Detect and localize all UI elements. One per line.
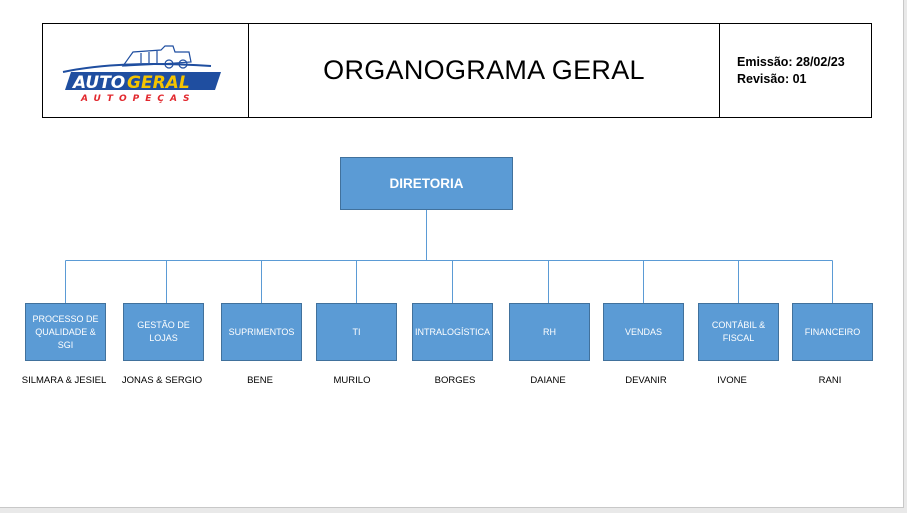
node-gestao-lojas: GESTÃO DE LOJAS xyxy=(123,303,204,361)
node-diretoria: DIRETORIA xyxy=(340,157,513,210)
header-table: AUTO GERAL AUTOPEÇAS ORGANOGRAMA GERAL E… xyxy=(42,23,872,118)
node-suprimentos: SUPRIMENTOS xyxy=(221,303,302,361)
responsible-name: BORGES xyxy=(434,375,476,386)
node-intralogistica: INTRALOGÍSTICA xyxy=(412,303,493,361)
document-info: Emissão: 28/02/23 Revisão: 01 xyxy=(720,24,871,117)
responsible-name: MURILO xyxy=(333,375,371,386)
responsible-name: DEVANIR xyxy=(625,375,667,386)
logo-text-geral: GERAL xyxy=(127,73,190,93)
responsible-name: JONAS & SERGIO xyxy=(121,375,203,386)
document-title: ORGANOGRAMA GERAL xyxy=(249,24,720,117)
node-financeiro: FINANCEIRO xyxy=(792,303,873,361)
logo-cell: AUTO GERAL AUTOPEÇAS xyxy=(43,24,249,117)
revision-number: Revisão: 01 xyxy=(737,72,807,86)
logo-text-sub: AUTOPEÇAS xyxy=(80,94,195,104)
node-vendas: VENDAS xyxy=(603,303,684,361)
emission-date: Emissão: 28/02/23 xyxy=(737,55,845,69)
responsible-name: BENE xyxy=(247,375,273,386)
node-qualidade-sgi: PROCESSO DE QUALIDADE & SGI xyxy=(25,303,106,361)
node-rh: RH xyxy=(509,303,590,361)
responsible-name: SILMARA & JESIEL xyxy=(21,375,107,386)
responsible-name: DAIANE xyxy=(530,375,566,386)
company-logo: AUTO GERAL AUTOPEÇAS xyxy=(62,45,221,104)
responsible-name: RANI xyxy=(818,375,842,386)
logo-text-auto: AUTO xyxy=(71,73,125,93)
responsible-name: IVONE xyxy=(717,375,747,386)
node-ti: TI xyxy=(316,303,397,361)
node-contabil-fiscal: CONTÁBIL & FISCAL xyxy=(698,303,779,361)
